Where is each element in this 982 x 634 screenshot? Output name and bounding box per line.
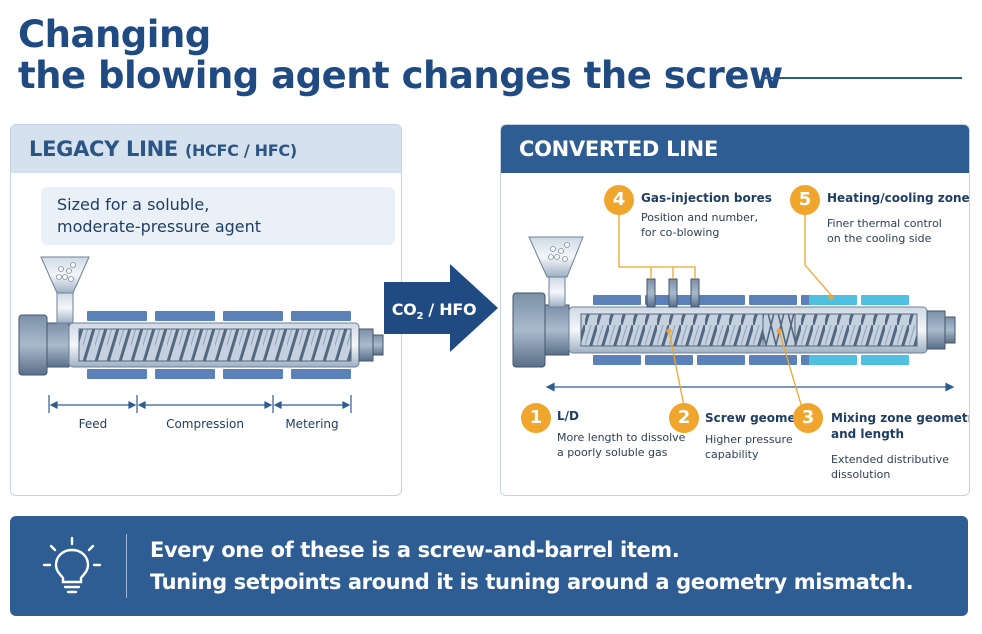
lightbulb-icon: [42, 536, 102, 594]
legacy-callout: Sized for a soluble, moderate-pressure a…: [41, 187, 395, 245]
callout-number-3: 3: [793, 403, 823, 433]
callout-number-2: 2: [669, 403, 699, 433]
transition-label-rest: / HFO: [423, 300, 477, 319]
callout-title-gas-injection: Gas-injection bores: [641, 191, 772, 205]
callout-desc-screw-geometry-2: capability: [705, 448, 759, 461]
banner-line-1: Every one of these is a screw-and-barrel…: [150, 538, 680, 562]
converted-panel-header: CONVERTED LINE: [501, 125, 969, 173]
callout-title-ld: L/D: [557, 409, 579, 423]
segment-label-compression: Compression: [166, 417, 244, 431]
callout-desc-gas-injection-2: for co-blowing: [641, 226, 720, 239]
callout-number-4: 4: [604, 185, 634, 215]
banner-divider: [126, 534, 127, 598]
segment-label-metering: Metering: [285, 417, 339, 431]
gas-injection-bores: [646, 278, 700, 308]
legacy-callout-line-2: moderate-pressure agent: [57, 217, 262, 236]
callout-title-mixing-zone-2: and length: [831, 427, 905, 441]
callout-desc-gas-injection-1: Position and number,: [641, 211, 758, 224]
converted-heading: CONVERTED LINE: [519, 137, 718, 161]
callout-desc-screw-geometry-1: Higher pressure: [705, 433, 793, 446]
transition-label-subscript: 2: [416, 311, 424, 323]
callout-title-heating-cooling: Heating/cooling zones: [827, 191, 970, 205]
summary-banner: Every one of these is a screw-and-barrel…: [10, 516, 968, 616]
transition-label-co: CO: [391, 300, 417, 319]
title-line-2: the blowing agent changes the screw: [18, 54, 783, 97]
page-title: Changing the blowing agent changes the s…: [18, 14, 783, 96]
legacy-subheading: (HCFC / HFC): [184, 141, 297, 160]
title-line-1: Changing: [18, 13, 211, 56]
legacy-heater-bands: [87, 311, 351, 379]
callout-desc-mixing-zone-2: dissolution: [831, 468, 891, 481]
title-rule: [762, 77, 962, 79]
transition-label: CO2 / HFO: [388, 300, 480, 322]
callout-desc-ld-1: More length to dissolve: [557, 431, 686, 444]
transition-arrow: [384, 264, 498, 352]
callout-title-mixing-zone: Mixing zone geometry: [831, 411, 970, 425]
callout-desc-heating-cooling-2: on the cooling side: [827, 232, 932, 245]
callout-number-1: 1: [521, 403, 551, 433]
converted-extruder-diagram: [512, 211, 956, 412]
legacy-panel: LEGACY LINE (HCFC / HFC) Sized for a sol…: [10, 124, 402, 496]
segment-label-feed: Feed: [78, 417, 108, 431]
legacy-heading-text: LEGACY LINE: [29, 137, 178, 161]
converted-panel: CONVERTED LINE: [500, 124, 970, 496]
banner-line-2: Tuning setpoints around it is tuning aro…: [150, 570, 914, 594]
callout-desc-heating-cooling-1: Finer thermal control: [827, 217, 942, 230]
legacy-extruder-diagram: [18, 256, 384, 413]
callout-number-5: 5: [790, 185, 820, 215]
legacy-callout-line-1: Sized for a soluble,: [57, 195, 210, 214]
callout-desc-ld-2: a poorly soluble gas: [557, 446, 668, 459]
legacy-panel-header: LEGACY LINE (HCFC / HFC): [11, 125, 401, 173]
callout-title-screw-geometry: Screw geometry: [705, 411, 816, 425]
legacy-heading: LEGACY LINE (HCFC / HFC): [29, 137, 297, 161]
callout-desc-mixing-zone-1: Extended distributive: [831, 453, 950, 466]
cooling-zone-bands: [809, 295, 909, 365]
